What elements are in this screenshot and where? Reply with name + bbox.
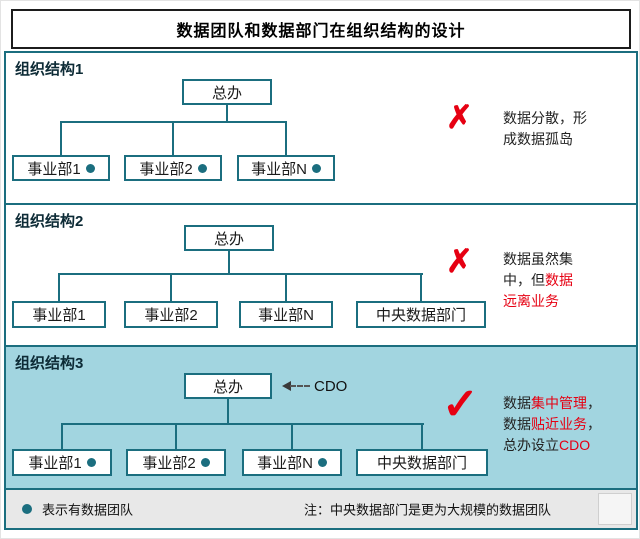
org-box-label: 总办 xyxy=(213,230,244,248)
connector-line xyxy=(62,423,424,425)
note-segment: 数据 xyxy=(503,395,531,411)
org-box-label: 事业部2 xyxy=(139,160,193,178)
data-team-dot-icon xyxy=(85,163,95,173)
org-box-label: 总办 xyxy=(211,84,242,102)
org-box-label: 事业部2 xyxy=(142,455,196,472)
section-org-structure-2: 组织结构2 总办 事业部1 事业部2 事业部N 中央数据部门 ✗ 数据虽然集中，… xyxy=(4,203,638,347)
section-org-structure-1: 组织结构1 总办 事业部1 事业部2 事业部N ✗ 数据分散，形成数据孤岛 xyxy=(4,51,638,205)
org-box-dept: 事业部2 xyxy=(124,155,222,181)
connector-line xyxy=(227,399,229,423)
org-box-dept: 事业部1 xyxy=(12,449,112,476)
diagram-title: 数据团队和数据部门在组织结构的设计 xyxy=(11,9,631,49)
org-box-label: 事业部1 xyxy=(32,307,86,324)
connector-line xyxy=(285,273,287,301)
data-team-dot-icon xyxy=(311,163,321,173)
arrow-left-icon xyxy=(277,381,291,391)
org-box-dept: 事业部2 xyxy=(126,449,226,476)
connector-line xyxy=(285,121,287,155)
org-box-head-office: 总办 xyxy=(184,373,272,399)
connector-line xyxy=(228,251,230,273)
org-box-label: 事业部2 xyxy=(144,307,198,324)
data-team-dot-icon xyxy=(317,458,327,467)
connector-line xyxy=(226,105,228,121)
section-1-label: 组织结构1 xyxy=(15,61,84,78)
cdo-label: CDO xyxy=(314,377,348,395)
legend-text: 表示有数据团队 xyxy=(42,502,134,518)
check-mark-icon: ✓ xyxy=(442,380,479,429)
section-2-label: 组织结构2 xyxy=(15,213,84,230)
data-team-dot-icon xyxy=(197,163,207,173)
x-mark-icon: ✗ xyxy=(446,243,473,279)
connector-line xyxy=(291,423,293,449)
note-segment: 集中管理 xyxy=(531,395,587,411)
org-box-label: 总办 xyxy=(212,378,243,396)
org-box-label: 事业部N xyxy=(257,455,313,472)
org-box-head-office: 总办 xyxy=(184,225,274,251)
org-box-central-data-dept: 中央数据部门 xyxy=(356,301,486,328)
dashed-line-icon xyxy=(290,385,310,387)
org-box-dept: 事业部N xyxy=(239,301,333,328)
org-box-dept: 事业部2 xyxy=(124,301,218,328)
org-box-dept: 事业部1 xyxy=(12,155,110,181)
org-box-dept: 事业部1 xyxy=(12,301,106,328)
note-segment: 数据远离业务 xyxy=(503,272,573,309)
section-3-note: 数据集中管理，数据贴近业务，总办设立CDO xyxy=(503,393,607,456)
note-segment: 贴近业务 xyxy=(531,416,587,432)
org-box-dept: 事业部N xyxy=(237,155,335,181)
org-box-label: 事业部1 xyxy=(27,160,81,178)
note-segment: 数据分散，形成数据孤岛 xyxy=(503,110,587,147)
connector-line xyxy=(421,423,423,449)
connector-line xyxy=(58,273,60,301)
footer-note: 注：中央数据部门是更为大规模的数据团队 xyxy=(304,502,552,518)
data-team-dot-icon xyxy=(86,458,96,467)
org-box-label: 中央数据部门 xyxy=(376,455,467,472)
org-box-label: 中央数据部门 xyxy=(375,307,466,324)
connector-line xyxy=(59,273,423,275)
footer-legend-bar: 表示有数据团队 注：中央数据部门是更为大规模的数据团队 xyxy=(4,488,638,530)
connector-line xyxy=(170,273,172,301)
cdo-annotation: CDO xyxy=(277,376,347,396)
org-box-dept: 事业部N xyxy=(242,449,342,476)
org-box-label: 事业部N xyxy=(251,160,307,178)
note-segment: 数据虽然集中，但 xyxy=(503,251,573,288)
org-box-head-office: 总办 xyxy=(182,79,272,105)
connector-line xyxy=(61,121,287,123)
section-org-structure-3: 组织结构3 总办 CDO 事业部1 事业部2 事业部N 中央数据部门 xyxy=(4,345,638,490)
data-team-dot-icon xyxy=(22,504,32,514)
note-segment: CDO xyxy=(559,437,591,453)
org-box-label: 事业部N xyxy=(258,307,314,324)
org-box-label: 事业部1 xyxy=(28,455,82,472)
org-box-central-data-dept: 中央数据部门 xyxy=(356,449,488,476)
section-3-label: 组织结构3 xyxy=(15,355,84,372)
connector-line xyxy=(175,423,177,449)
section-2-note: 数据虽然集中，但数据远离业务 xyxy=(503,249,581,312)
note-segment: ，数据 xyxy=(503,395,601,432)
section-1-note: 数据分散，形成数据孤岛 xyxy=(503,108,595,150)
connector-line xyxy=(172,121,174,155)
note-segment: ，总办设立 xyxy=(503,416,601,453)
connector-line xyxy=(420,273,422,301)
x-mark-icon: ✗ xyxy=(446,99,473,135)
data-team-dot-icon xyxy=(200,458,210,467)
connector-line xyxy=(60,121,62,155)
connector-line xyxy=(61,423,63,449)
watermark xyxy=(598,493,632,525)
